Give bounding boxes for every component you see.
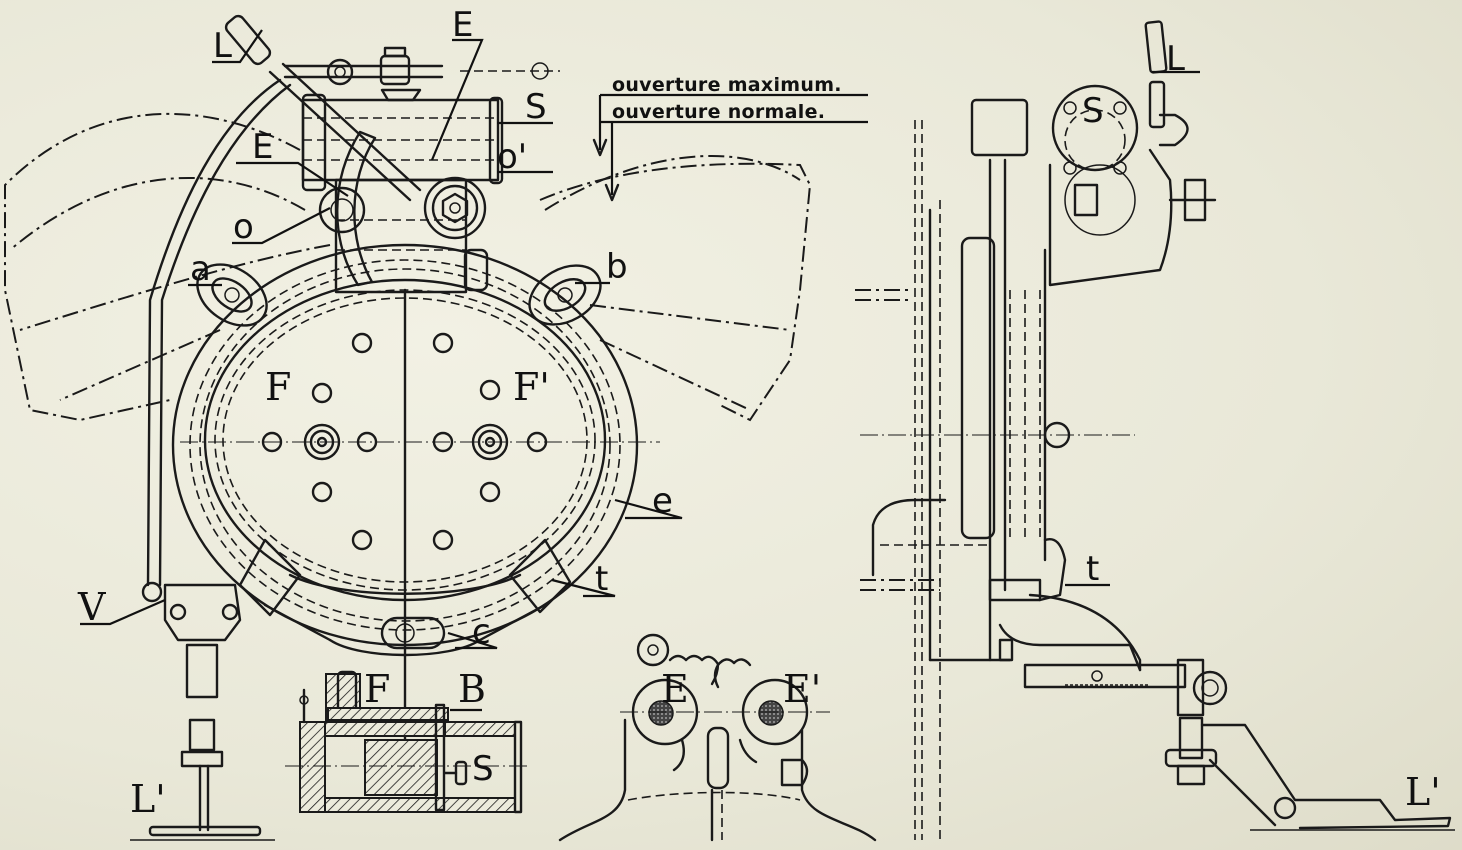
door-center-nut-right xyxy=(471,423,509,461)
label-pivot-o: o xyxy=(233,207,254,247)
label-guide-c: c xyxy=(472,612,491,652)
door-body xyxy=(171,243,660,752)
hinge-b xyxy=(528,264,602,326)
label-cam-E-top: E xyxy=(452,5,473,45)
steam-pipe xyxy=(283,46,560,102)
label-side-stop-t: t xyxy=(1086,549,1099,589)
hinge-a xyxy=(196,263,268,327)
label-hinge-b: b xyxy=(606,247,628,287)
cam-arc xyxy=(336,130,377,287)
label-stop-t: t xyxy=(595,559,608,599)
labels: L E E S o' o a b F F' e t V c L' ouvertu… xyxy=(77,5,1441,821)
door-swing-left-outline xyxy=(4,112,331,422)
bolt-holes xyxy=(261,332,548,551)
gear-detail-view xyxy=(558,633,877,842)
annotation-normal-opening: ouverture normale. xyxy=(612,101,825,123)
door-swing-right-outline xyxy=(539,155,812,422)
label-side-pedal-L-prime: L' xyxy=(1405,770,1441,814)
label-door-F-prime: F' xyxy=(513,365,550,409)
pivot-nut-o xyxy=(318,186,366,234)
front-view xyxy=(4,14,812,841)
label-servo-S: S xyxy=(525,87,547,127)
label-gear-E-prime: E' xyxy=(783,667,821,711)
guide-slot-c xyxy=(380,616,446,650)
leader-lines xyxy=(80,29,868,650)
label-door-F: F xyxy=(265,365,291,409)
label-section-F: F xyxy=(364,667,390,711)
label-section-B: B xyxy=(458,667,486,711)
label-lever-L: L xyxy=(213,26,232,66)
pivot-nut-o-prime xyxy=(423,176,487,240)
annotation-max-opening: ouverture maximum. xyxy=(612,74,842,96)
lever-rod xyxy=(146,14,422,587)
label-side-lever-L: L xyxy=(1166,39,1185,79)
label-pedal-L-prime: L' xyxy=(130,777,166,821)
valve-linkage xyxy=(130,581,275,841)
stop-bracket-right xyxy=(508,538,572,614)
label-side-servo-S: S xyxy=(1082,91,1104,131)
label-cam-E-left: E xyxy=(252,127,273,167)
side-view xyxy=(855,20,1455,840)
label-hinge-a: a xyxy=(190,249,211,289)
stop-bracket-left xyxy=(238,538,302,617)
servo-section-view xyxy=(285,670,530,814)
label-frame-e: e xyxy=(652,481,673,521)
label-section-S: S xyxy=(472,749,494,789)
door-center-nut-left xyxy=(303,423,341,461)
label-pivot-o-prime: o' xyxy=(497,137,527,177)
label-valve-V: V xyxy=(77,585,106,629)
label-gear-E: E xyxy=(661,667,689,711)
